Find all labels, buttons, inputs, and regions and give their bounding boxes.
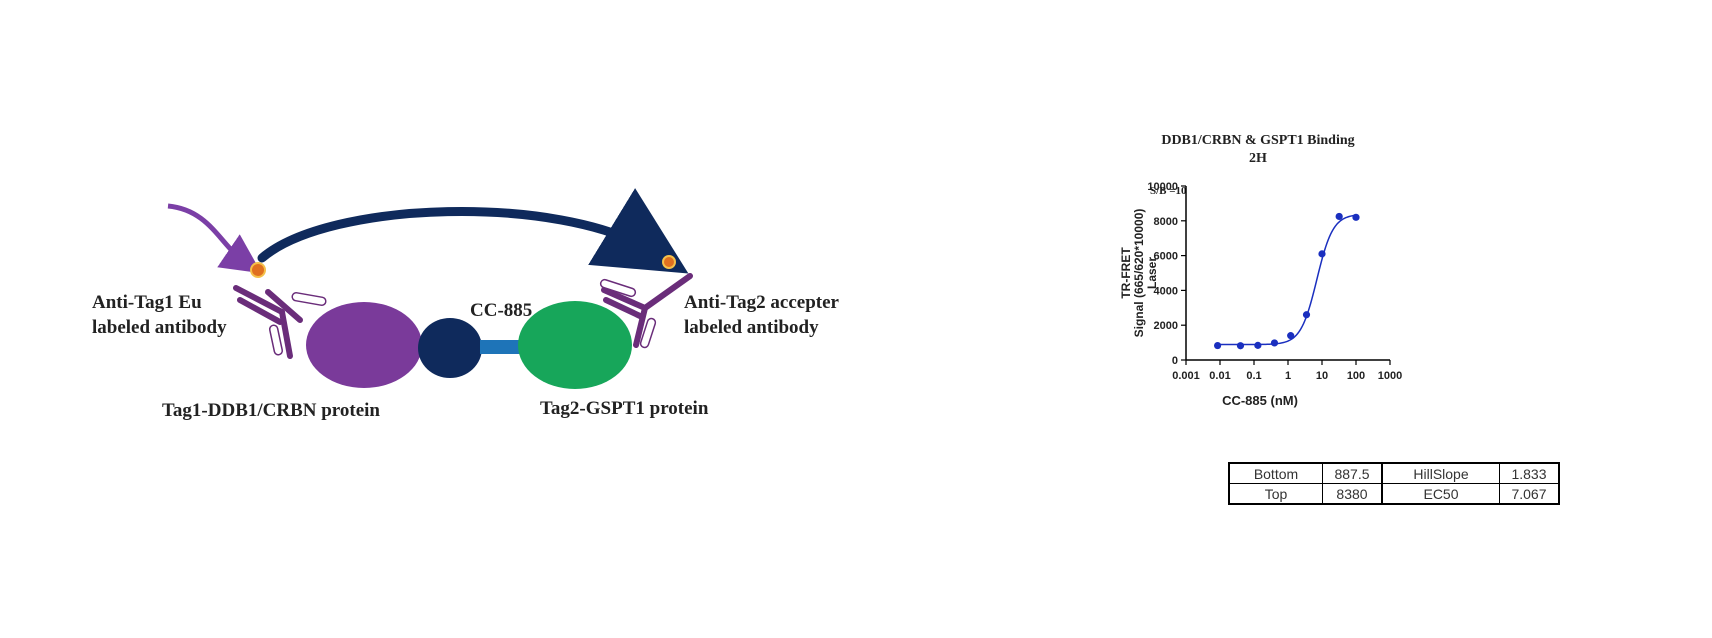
data-point (1270, 339, 1279, 347)
data-point (1254, 341, 1262, 349)
y-tick-label: 4000 (1154, 285, 1178, 297)
chart-title: DDB1/CRBN & GSPT1 Binding (1161, 133, 1354, 148)
y-tick-label: 10000 (1147, 181, 1178, 193)
table-cell: Top (1228, 483, 1323, 505)
x-tick-label: 1000 (1378, 370, 1402, 382)
excitation-light-arrow (167, 203, 262, 274)
fit-parameter-table: Bottom 887.5 HillSlope 1.833 Top 8380 EC… (1228, 462, 1560, 505)
x-tick-label: 1 (1285, 370, 1291, 382)
y-tick-label: 2000 (1154, 320, 1178, 332)
x-tick-label: 0.001 (1172, 370, 1200, 382)
x-tick-label: 0.01 (1209, 370, 1230, 382)
data-point (1214, 341, 1222, 350)
antibody2-label-line2: labeled antibody (684, 317, 819, 338)
antibody1-light-chain (291, 291, 327, 307)
antibody1-label-line1: Anti-Tag1 Eu (92, 292, 202, 313)
y-axis-label-line: Laser (1145, 257, 1159, 289)
fit-curve (1216, 214, 1358, 346)
antibody2-light-chain (599, 278, 637, 298)
protein2-label: Tag2-GSPT1 protein (540, 398, 709, 419)
x-ticks: 0.001 0.01 0.1 1 10 100 1000 (1172, 360, 1402, 382)
antibody2-label-line1: Anti-Tag2 accepter (684, 292, 840, 313)
compound-label: CC-885 (470, 300, 532, 321)
y-tick-label: 8000 (1154, 216, 1178, 228)
ddb1-crbn-protein (306, 302, 422, 388)
data-point (1236, 342, 1245, 350)
x-tick-label: 10 (1316, 370, 1328, 382)
x-axis-label: CC-885 (nM) (1222, 393, 1298, 408)
x-tick-label: 100 (1347, 370, 1365, 382)
table-cell: HillSlope (1381, 462, 1500, 484)
table-row: Top 8380 EC50 7.067 (1228, 483, 1560, 505)
data-point (1302, 311, 1311, 319)
y-axis-label-line: Signal (665/620*10000) (1132, 209, 1146, 338)
cc885-linker (480, 340, 524, 354)
data-point (1287, 332, 1295, 340)
protein1-label: Tag1-DDB1/CRBN protein (162, 400, 380, 421)
table-cell: 7.067 (1499, 483, 1560, 505)
binding-curve-chart: DDB1/CRBN & GSPT1 Binding 2H S/B =10 CC-… (1120, 133, 1402, 408)
trfret-assay-diagram: Anti-Tag1 Eu labeled antibody Anti-Tag2 … (92, 188, 840, 421)
crbn-domain (418, 318, 482, 378)
antibody1-label-line2: labeled antibody (92, 317, 227, 338)
data-point (1335, 212, 1343, 221)
table-cell: 8380 (1322, 483, 1383, 505)
table-cell: EC50 (1381, 483, 1500, 505)
gspt1-protein (518, 301, 632, 389)
data-point (1318, 250, 1326, 258)
anti-tag1-antibody (233, 285, 303, 359)
y-tick-label: 6000 (1154, 251, 1178, 263)
y-axis-label-line: TR-FRET (1120, 247, 1133, 299)
energy-transfer-arrow (257, 188, 689, 274)
anti-tag2-antibody (601, 273, 693, 348)
table-cell: Bottom (1228, 462, 1323, 484)
acceptor-fluorophore (662, 255, 676, 269)
table-row: Bottom 887.5 HillSlope 1.833 (1228, 462, 1560, 484)
antibody1-light-chain-2 (268, 324, 284, 356)
y-ticks: 0 2000 4000 6000 8000 10000 (1147, 181, 1186, 367)
europium-fluorophore (250, 262, 266, 278)
antibody2-light-chain-2 (639, 317, 657, 349)
table-cell: 1.833 (1499, 462, 1560, 484)
chart-annotation: S/B =10 (1150, 185, 1187, 197)
data-points (1214, 212, 1360, 350)
x-tick-label: 0.1 (1246, 370, 1261, 382)
data-point (1352, 213, 1360, 221)
y-tick-label: 0 (1172, 355, 1178, 367)
chart-subtitle: 2H (1249, 151, 1267, 166)
table-cell: 887.5 (1322, 462, 1383, 484)
